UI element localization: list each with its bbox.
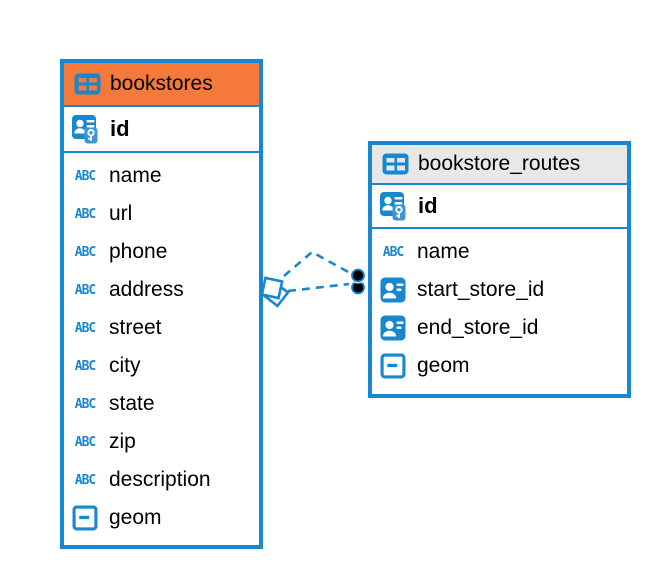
column-row-street[interactable]: ABC street [69, 309, 254, 347]
text-type-icon: ABC [74, 396, 96, 412]
column-row-address[interactable]: ABC address [69, 271, 254, 309]
column-name: id [418, 193, 438, 218]
geometry-type-icon [69, 505, 101, 531]
table-title: bookstore_routes [418, 152, 581, 175]
reference-type-icon [377, 315, 409, 341]
column-name: start_store_id [417, 278, 545, 301]
column-name: state [109, 392, 155, 415]
column-row-end-store-id[interactable]: end_store_id [377, 309, 622, 347]
primary-key-row[interactable]: id [372, 185, 627, 229]
column-name: address [109, 278, 184, 301]
column-name: city [109, 354, 141, 377]
column-name: name [417, 240, 470, 263]
column-row-url[interactable]: ABC url [69, 195, 254, 233]
column-name: end_store_id [417, 316, 539, 339]
column-row-description[interactable]: ABC description [69, 461, 254, 499]
text-type-icon: ABC [74, 472, 96, 488]
reference-type-icon [377, 277, 409, 303]
column-row-city[interactable]: ABC city [69, 347, 254, 385]
column-name: geom [109, 506, 162, 529]
columns-list: ABC name ABC url ABC phone ABC address A… [64, 153, 259, 537]
column-name: id [110, 116, 130, 141]
column-row-state[interactable]: ABC state [69, 385, 254, 423]
relationship-diamond-marker[interactable] [260, 276, 290, 308]
column-name: street [109, 316, 162, 339]
column-name: zip [109, 430, 136, 453]
relationship-dot-marker[interactable] [350, 267, 366, 295]
table-node-bookstore-routes[interactable]: bookstore_routes id ABC name start_store… [368, 141, 631, 398]
text-type-icon: ABC [74, 358, 96, 374]
primary-key-icon [378, 190, 410, 222]
text-type-icon: ABC [74, 168, 96, 184]
table-icon [381, 153, 409, 175]
column-row-name[interactable]: ABC name [377, 233, 622, 271]
column-row-phone[interactable]: ABC phone [69, 233, 254, 271]
column-row-geom[interactable]: geom [377, 347, 622, 385]
text-type-icon: ABC [74, 206, 96, 222]
relationship-edge-lower[interactable] [287, 282, 350, 293]
table-title: bookstores [110, 72, 213, 95]
text-type-icon: ABC [74, 282, 96, 298]
column-row-zip[interactable]: ABC zip [69, 423, 254, 461]
primary-key-row[interactable]: id [64, 107, 259, 153]
column-row-start-store-id[interactable]: start_store_id [377, 271, 622, 309]
table-header[interactable]: bookstore_routes [372, 145, 627, 185]
text-type-icon: ABC [382, 244, 404, 260]
relationship-edge-upper[interactable] [283, 250, 351, 277]
table-icon [73, 73, 101, 95]
columns-list: ABC name start_store_id end_store_id geo… [372, 229, 627, 385]
text-type-icon: ABC [74, 244, 96, 260]
geometry-type-icon [377, 353, 409, 379]
column-name: url [109, 202, 133, 225]
text-type-icon: ABC [74, 434, 96, 450]
column-name: geom [417, 354, 470, 377]
text-type-icon: ABC [74, 320, 96, 336]
column-name: description [109, 468, 211, 491]
column-name: name [109, 164, 162, 187]
column-row-geom[interactable]: geom [69, 499, 254, 537]
column-name: phone [109, 240, 168, 263]
column-row-name[interactable]: ABC name [69, 157, 254, 195]
table-header[interactable]: bookstores [64, 63, 259, 107]
primary-key-icon [70, 113, 102, 145]
table-node-bookstores[interactable]: bookstores id ABC name ABC url ABC phone… [60, 59, 263, 549]
